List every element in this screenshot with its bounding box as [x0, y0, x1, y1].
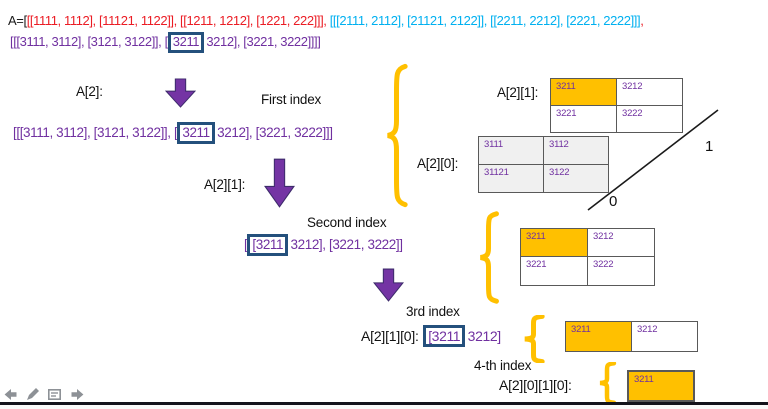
table-cell: 3212: [616, 78, 683, 106]
step1-value: [[[3111, 3112], [3121, 3122]], [3211 321…: [13, 122, 333, 144]
table-cell: 3211: [520, 228, 588, 257]
down-arrow-icon: [373, 268, 404, 302]
pen-icon: [27, 388, 39, 400]
annotation-toolbar: [3, 388, 84, 401]
next-slide-button[interactable]: [69, 388, 84, 401]
table-cell: 3222: [587, 256, 655, 286]
brace-icon: [384, 62, 409, 209]
step1-label: A[2]:: [76, 84, 103, 99]
table-cell: 3212: [631, 321, 698, 352]
array-tail-comma: ,: [640, 13, 644, 28]
array-blue-segment: [[[2111, 2112], [21121, 2122]], [[2211, …: [329, 13, 641, 28]
table-cell: 3211: [550, 78, 617, 106]
table-cell: 3212: [587, 228, 655, 257]
pen-annotate-button[interactable]: [25, 388, 40, 401]
brace-icon: [477, 211, 500, 304]
step3-label: A[2][1][0]:: [361, 328, 419, 344]
fourth-index-caption: 4-th index: [474, 358, 532, 373]
brace-icon: [521, 315, 546, 363]
highlight-box-3211: [3211: [247, 234, 289, 256]
array-definition-line2: [[[3111, 3112], [3121, 3122]], [3211 321…: [10, 32, 321, 53]
table-a21: 3211 3212 3221 3222: [550, 78, 683, 133]
table-cell: 31121: [478, 164, 544, 193]
previous-slide-button[interactable]: [3, 388, 18, 401]
table-mid: 3211 3212 3221 3222: [520, 228, 655, 286]
table-cell: 3122: [543, 164, 609, 193]
highlight-box-3211: 3211: [177, 122, 215, 144]
brace-icon: [597, 362, 617, 404]
table-a21-label: A[2][1]:: [497, 85, 539, 100]
step2-label: A[2][1]:: [204, 177, 246, 192]
bottom-strip: [0, 404, 768, 409]
second-index-caption: Second index: [307, 215, 387, 230]
table-a20-label: A[2][0]:: [417, 156, 459, 171]
third-index-caption: 3rd index: [406, 304, 460, 319]
step2-value: [[3211 3212], [3221, 3222]]: [244, 234, 403, 256]
bottom-divider: [0, 402, 768, 405]
highlight-box-3211: 3211: [167, 32, 205, 53]
array-prefix: A=[: [8, 13, 27, 28]
table-third: 3211 3212: [565, 321, 698, 352]
table-cell: 3211: [627, 370, 695, 402]
axis-label-one: 1: [705, 138, 714, 155]
table-a20: 3111 3112 31121 3122: [478, 136, 609, 193]
axis-diagonal-line: [587, 109, 719, 211]
down-arrow-icon: [264, 158, 295, 208]
array-red-segment: [[1111, 1112], [11121, 1122]], [[1211, 1…: [26, 13, 330, 28]
axis-label-zero: 0: [609, 193, 618, 210]
table-cell: 3112: [543, 136, 609, 165]
table-fourth: 3211: [627, 370, 695, 402]
array-definition-line1: A=[[[1111, 1112], [11121, 1122]], [[1211…: [8, 13, 644, 28]
step3-value-row: A[2][1][0]: [3211 3212]: [361, 325, 501, 348]
table-cell: 3221: [520, 256, 588, 286]
back-arrow-icon: [4, 389, 16, 400]
notes-button[interactable]: [47, 388, 62, 401]
table-cell: 3221: [550, 105, 617, 133]
table-cell: 3111: [478, 136, 544, 165]
first-index-caption: First index: [261, 92, 322, 107]
table-cell: 3222: [616, 105, 683, 133]
down-arrow-icon: [165, 78, 196, 108]
step4-label: A[2][0][1][0]:: [499, 377, 572, 393]
notes-icon: [48, 389, 61, 400]
highlight-box-3211: [3211: [423, 325, 466, 348]
table-cell: 3211: [565, 321, 632, 352]
forward-arrow-icon: [71, 389, 83, 400]
